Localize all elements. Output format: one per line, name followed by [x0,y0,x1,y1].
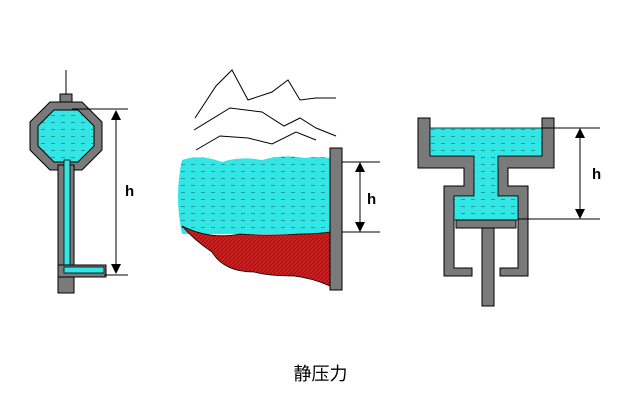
dam-arrowhead-up [355,162,365,172]
press-arrowhead-up [575,128,585,138]
diagram-caption: 静压力 [293,364,348,385]
red-liquid-layer [181,225,331,287]
lake-water [178,156,330,234]
dam-figure: h [178,69,380,291]
dam-arrowhead-down [355,222,365,232]
tower-tank-water [37,109,95,163]
tower-height-label: h [125,183,134,200]
dam-wall [329,147,343,291]
mountain-outline [193,69,337,151]
water-tower-figure: h [29,70,134,294]
press-piston-rod [481,227,495,307]
tower-arrowhead-up [111,110,121,120]
press-arrowhead-down [575,209,585,219]
hydraulic-press-figure: h [417,117,601,307]
press-water [429,127,543,221]
tower-outlet-water [63,266,105,274]
press-piston-head [455,219,517,229]
tower-column-water [63,159,71,273]
tower-arrowhead-down [111,264,121,274]
press-height-label: h [592,166,601,183]
dam-height-label: h [367,191,376,208]
